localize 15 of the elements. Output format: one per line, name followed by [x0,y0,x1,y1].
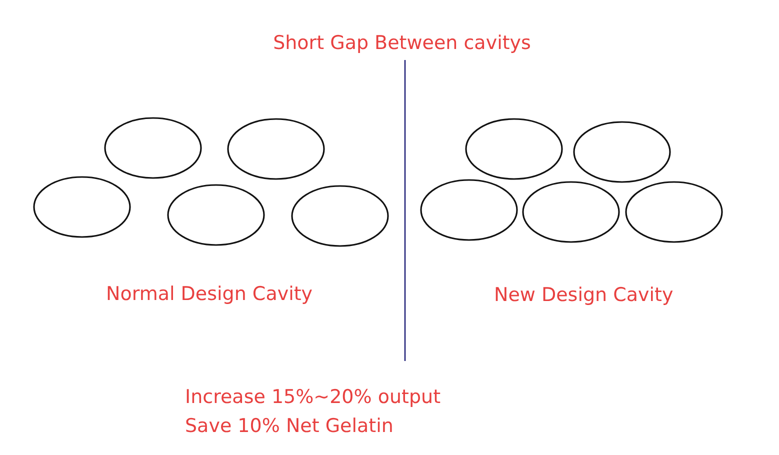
caption-text: Normal Design Cavity [106,283,313,305]
cavity-oval [167,184,265,246]
cavity-oval [104,117,202,179]
title-text: Short Gap Between cavitys [273,32,531,54]
note-text: Save 10% Net Gelatin [185,415,394,437]
cavity-oval [291,185,389,247]
note-text: Increase 15%~20% output [185,386,441,408]
cavity-oval [573,121,671,183]
cavity-oval [625,181,723,243]
cavity-oval [227,118,325,180]
caption-text: New Design Cavity [494,284,674,306]
cavity-oval [420,179,518,241]
cavity-oval [33,176,131,238]
cavity-oval [465,118,563,180]
cavity-oval [522,181,620,243]
